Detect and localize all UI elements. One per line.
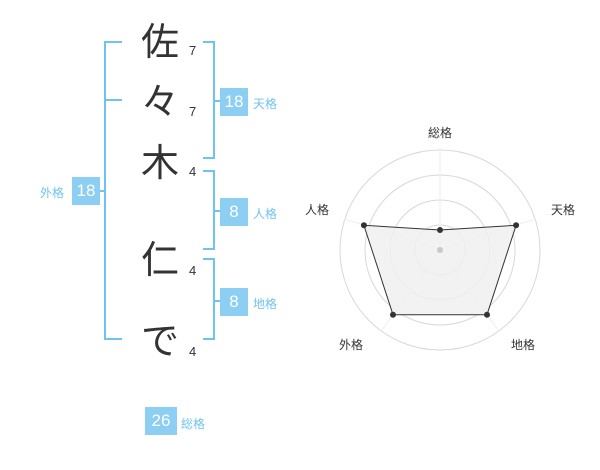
radar-point <box>513 222 520 229</box>
name-char-4: 仁 <box>140 238 179 282</box>
tenkaku-connector <box>213 100 221 102</box>
radar-polygon <box>363 224 517 316</box>
name-char-1: 佐 <box>140 20 179 64</box>
gaikaku-label: 外格 <box>40 186 65 200</box>
chikaku-connector <box>213 300 221 302</box>
stroke-count-2: 7 <box>189 104 197 119</box>
radar-label-jinkaku: 人格 <box>305 203 330 217</box>
jinkaku-value-badge: 8 <box>220 198 248 226</box>
name-char-5: で <box>140 319 179 363</box>
soukaku-label: 総格 <box>181 417 206 431</box>
chikaku-bracket <box>203 258 215 340</box>
radar-label-soukaku: 総格 <box>428 126 453 140</box>
name-char-2: 々 <box>140 80 179 124</box>
stroke-count-5: 4 <box>189 344 197 359</box>
jinkaku-connector <box>213 210 221 212</box>
radar-points <box>360 222 520 318</box>
jinkaku-label: 人格 <box>253 207 278 221</box>
radar-label-chikaku: 地格 <box>511 338 536 352</box>
stroke-count-1: 7 <box>189 43 197 58</box>
radar-point <box>360 222 367 229</box>
chikaku-value-badge: 8 <box>220 288 248 316</box>
radar-label-tenkaku: 天格 <box>551 203 576 217</box>
gaikaku-bracket-tick <box>104 99 122 101</box>
radar-point <box>389 311 396 318</box>
radar-point <box>437 227 443 233</box>
radar-center-dot <box>437 247 443 253</box>
radar-point <box>484 311 491 318</box>
chikaku-label: 地格 <box>253 297 278 311</box>
gaikaku-connector <box>98 190 106 192</box>
radar-label-gaikaku: 外格 <box>339 338 364 352</box>
gaikaku-value-badge: 18 <box>72 177 100 205</box>
tenkaku-value-badge: 18 <box>220 88 248 116</box>
name-char-3: 木 <box>140 141 179 185</box>
stroke-count-3: 4 <box>189 164 197 179</box>
soukaku-value-badge: 26 <box>145 407 177 435</box>
tenkaku-label: 天格 <box>253 97 278 111</box>
stroke-count-4: 4 <box>189 263 197 278</box>
